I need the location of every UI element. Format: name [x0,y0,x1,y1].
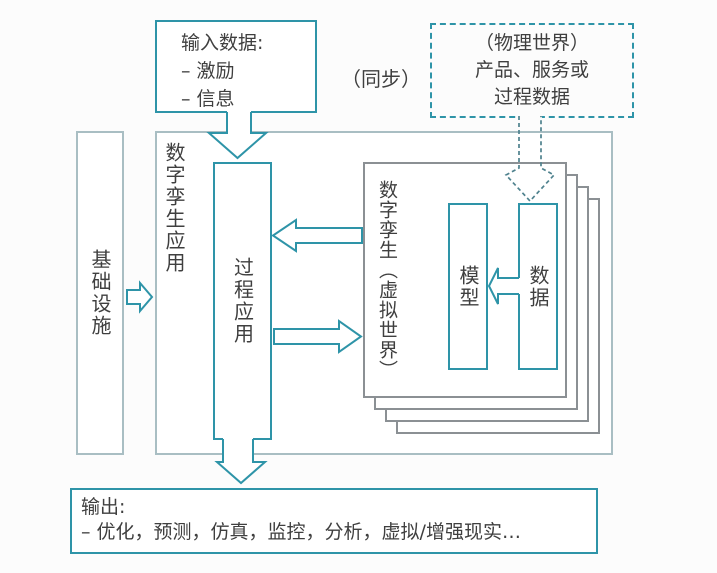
process-application-label: 过程应用 [230,257,255,345]
input-data-item: – 激励 [181,60,235,82]
physical-world-line: 产品、服务或 [474,59,589,81]
physical-world-line: （物理世界） [474,32,589,54]
sync-label: （同步） [341,67,421,91]
output-box: 输出: – 优化，预测，仿真，监控，分析，虚拟/增强现实… [70,488,598,554]
dt-application-label: 数字孪生应用 [162,142,186,274]
infrastructure-box: 基础设施 [76,131,124,455]
input-data-title: 输入数据: [181,32,264,54]
model-box: 模型 [448,203,488,370]
data-label: 数据 [526,264,550,309]
physical-world-box: （物理世界） 产品、服务或 过程数据 [430,23,634,118]
output-title: 输出: [81,496,126,518]
output-line: – 优化，预测，仿真，监控，分析，虚拟/增强现实… [81,521,521,543]
physical-world-line: 过程数据 [493,86,570,108]
process-application-box: 过程应用 [213,162,272,440]
digital-twin-label: 数字孪生（虚拟世界） [376,180,398,380]
data-box: 数据 [518,203,558,370]
model-label: 模型 [456,264,480,309]
input-data-box: 输入数据: – 激励 – 信息 [155,20,317,113]
infrastructure-label: 基础设施 [88,249,112,337]
input-data-item: – 信息 [181,88,235,110]
arrow-infrastructure-to-application [126,280,154,314]
